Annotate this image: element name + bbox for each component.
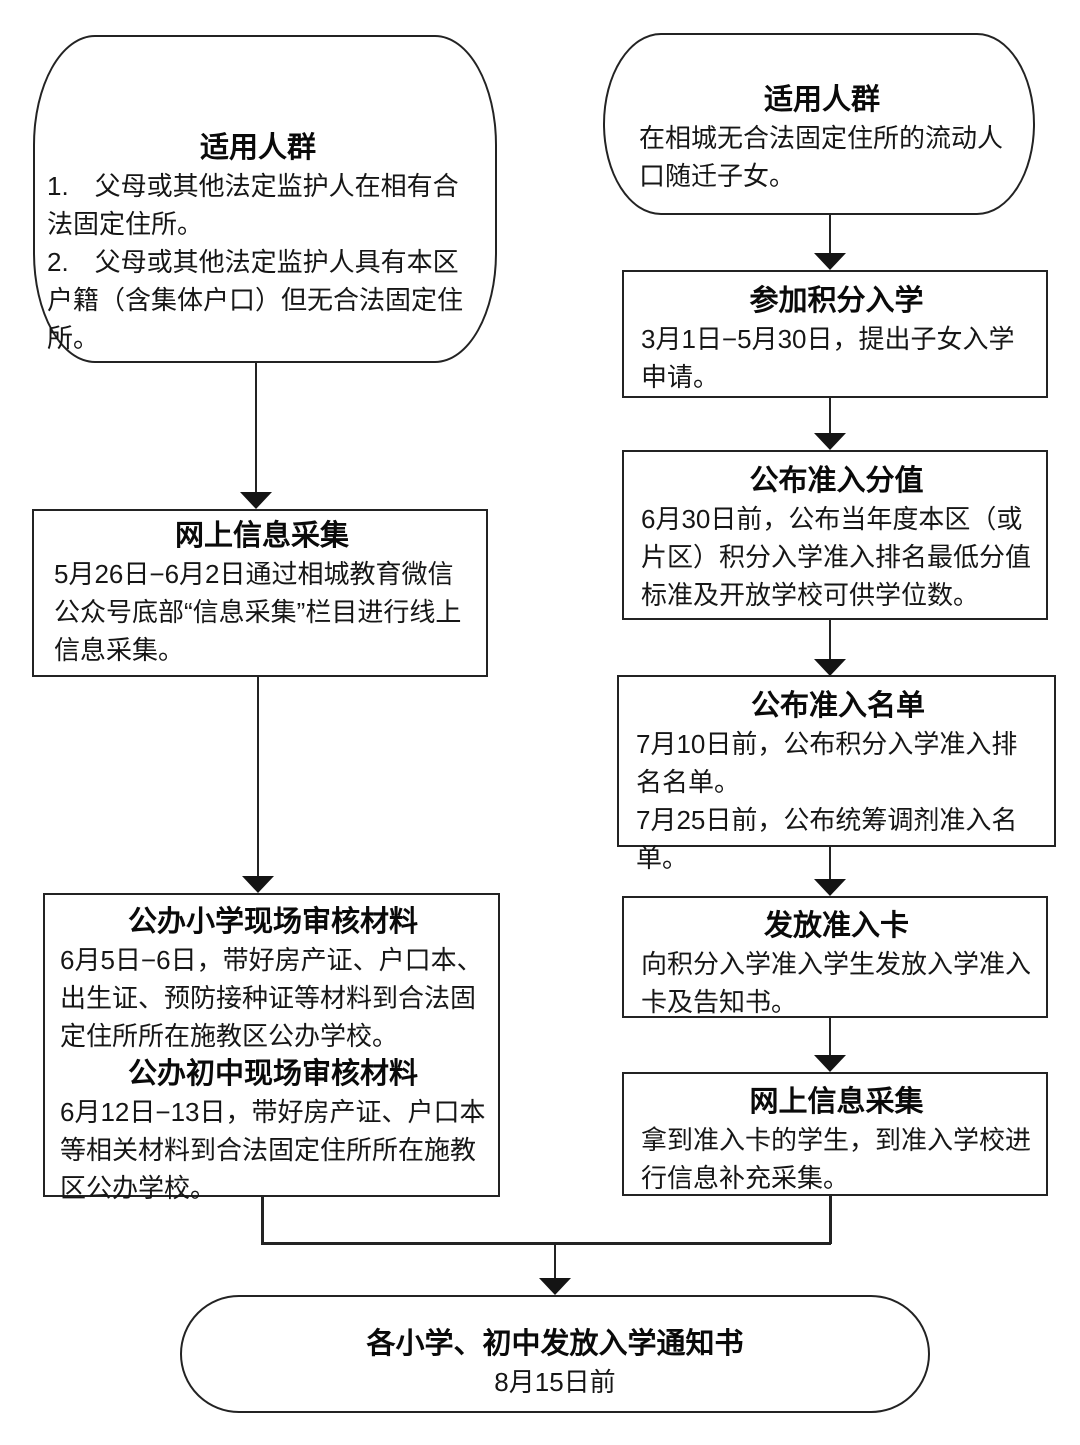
node-body: 6月12日−13日，带好房产证、户口本等相关材料到合法固定住所所在施教区公办学校… bbox=[60, 1097, 486, 1203]
node-body: 6月5日−6日，带好房产证、户口本、出生证、预防接种证等材料到合法固定住所所在施… bbox=[60, 945, 483, 1051]
arrow-shaft bbox=[254, 363, 258, 495]
flow-arrow-final bbox=[539, 1243, 571, 1295]
process-publish-admission-list: 公布准入名单 7月10日前，公布积分入学准入排名名单。 7月25日前，公布统筹调… bbox=[617, 675, 1056, 873]
arrowhead-icon bbox=[242, 876, 274, 893]
node-title: 参加积分入学 bbox=[749, 285, 924, 317]
node-body: 拿到准入卡的学生，到准入学校进行信息补充采集。 bbox=[641, 1125, 1032, 1193]
node-title: 网上信息采集 bbox=[174, 520, 349, 552]
node-subtitle: 8月15日前 bbox=[494, 1367, 616, 1397]
flow-arrow-left-1 bbox=[240, 363, 272, 509]
node-body: 7月25日前，公布统筹调剂准入名单。 bbox=[636, 805, 1018, 873]
terminator-final-notice: 各小学、初中发放入学通知书 8月15日前 bbox=[180, 1295, 930, 1413]
node-body: 5月26日−6月2日通过相城教育微信公众号底部“信息采集”栏目进行线上信息采集。 bbox=[54, 559, 462, 665]
arrow-shaft bbox=[553, 1243, 557, 1281]
process-issue-admission-card: 发放准入卡 向积分入学准入学生发放入学准入卡及告知书。 bbox=[622, 896, 1048, 1018]
arrow-shaft bbox=[828, 620, 832, 662]
node-title: 公办初中现场审核材料 bbox=[127, 1058, 418, 1090]
node-body: 向积分入学准入学生发放入学准入卡及告知书。 bbox=[641, 949, 1032, 1017]
node-title: 公布准入分值 bbox=[749, 465, 924, 497]
arrowhead-icon bbox=[814, 253, 846, 270]
arrowhead-icon bbox=[814, 659, 846, 676]
flow-arrow-right-5 bbox=[814, 1018, 846, 1072]
node-title: 适用人群 bbox=[763, 84, 880, 116]
flow-arrow-right-3 bbox=[814, 620, 846, 676]
process-publish-admission-score: 公布准入分值 6月30日前，公布当年度本区（或片区）积分入学准入排名最低分值标准… bbox=[622, 450, 1048, 620]
node-title: 发放准入卡 bbox=[763, 910, 909, 942]
flow-arrow-right-4 bbox=[814, 847, 846, 896]
node-title: 公办小学现场审核材料 bbox=[127, 906, 418, 938]
node-title: 公布准入名单 bbox=[750, 690, 925, 722]
node-body: 7月10日前，公布积分入学准入排名名单。 bbox=[636, 729, 1018, 797]
node-body: 3月1日−5月30日，提出子女入学申请。 bbox=[641, 324, 1015, 392]
node-body: 6月30日前，公布当年度本区（或片区）积分入学准入排名最低分值标准及开放学校可供… bbox=[641, 504, 1032, 610]
arrowhead-icon bbox=[814, 879, 846, 896]
connector-merge-horizontal bbox=[261, 1242, 831, 1245]
arrow-shaft bbox=[828, 398, 832, 436]
arrow-shaft bbox=[828, 847, 832, 882]
arrowhead-icon bbox=[814, 1055, 846, 1072]
terminator-right-audience: 适用人群 在相城无合法固定住所的流动人口随迁子女。 bbox=[603, 33, 1035, 215]
connector-right-drop bbox=[829, 1196, 832, 1244]
connector-left-drop bbox=[261, 1196, 264, 1244]
process-online-info-collection-right: 网上信息采集 拿到准入卡的学生，到准入学校进行信息补充采集。 bbox=[622, 1072, 1048, 1196]
node-title: 适用人群 bbox=[199, 132, 316, 164]
arrowhead-icon bbox=[814, 433, 846, 450]
node-body: 2. 父母或其他法定监护人具有本区户籍（含集体户口）但无合法固定住所。 bbox=[47, 247, 464, 353]
node-title: 网上信息采集 bbox=[749, 1086, 924, 1118]
flow-arrow-right-1 bbox=[814, 215, 846, 270]
node-body: 1. 父母或其他法定监护人在相有合法固定住所。 bbox=[47, 171, 459, 239]
terminator-left-audience: 适用人群 1. 父母或其他法定监护人在相有合法固定住所。 2. 父母或其他法定监… bbox=[33, 35, 497, 363]
arrow-shaft bbox=[828, 1018, 832, 1058]
arrow-shaft bbox=[828, 215, 832, 256]
node-title: 各小学、初中发放入学通知书 bbox=[366, 1328, 744, 1360]
node-body: 在相城无合法固定住所的流动人口随迁子女。 bbox=[639, 123, 1004, 191]
process-onsite-review: 公办小学现场审核材料 6月5日−6日，带好房产证、户口本、出生证、预防接种证等材… bbox=[43, 893, 500, 1203]
flow-arrow-right-2 bbox=[814, 398, 846, 450]
process-online-info-collection-left: 网上信息采集 5月26日−6月2日通过相城教育微信公众号底部“信息采集”栏目进行… bbox=[32, 509, 488, 677]
arrowhead-icon bbox=[240, 492, 272, 509]
arrow-shaft bbox=[256, 677, 260, 879]
flow-arrow-left-2 bbox=[242, 677, 274, 893]
arrowhead-icon bbox=[539, 1278, 571, 1295]
process-points-enrollment: 参加积分入学 3月1日−5月30日，提出子女入学申请。 bbox=[622, 270, 1048, 398]
